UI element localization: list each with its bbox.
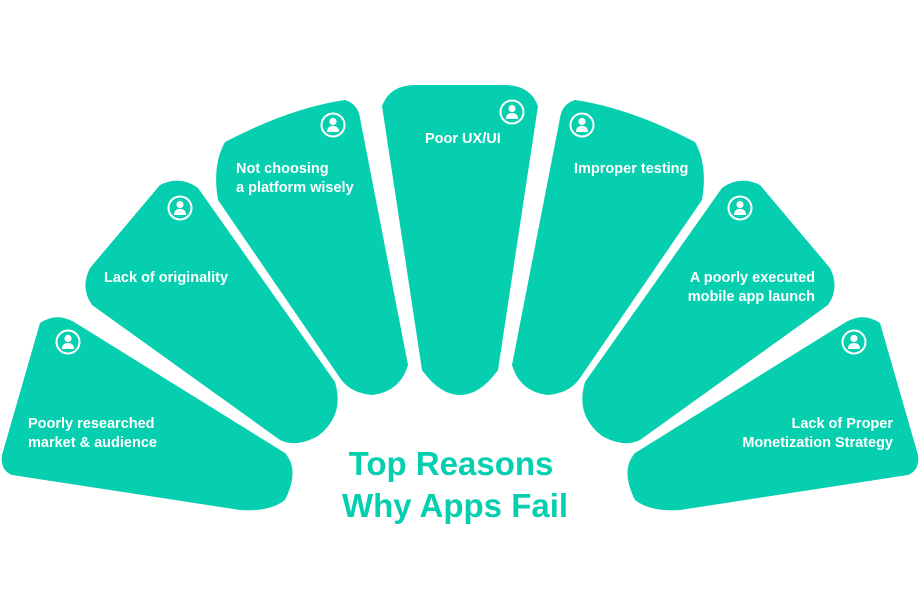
user-icon <box>727 195 753 221</box>
petal-shape <box>216 100 408 395</box>
user-icon <box>841 329 867 355</box>
reason-petal-not-choosing-platform: Not choosing a platform wisely <box>216 100 408 395</box>
user-icon <box>320 112 346 138</box>
reason-label-line: Poorly researched <box>28 416 155 432</box>
reason-label-line: Lack of originality <box>104 270 228 286</box>
petal-shape <box>582 180 835 444</box>
reason-label-line: Lack of Proper <box>791 416 893 432</box>
title-line-2: Why Apps Fail <box>342 487 568 524</box>
reason-petal-improper-testing: Improper testing <box>512 100 704 395</box>
user-icon <box>499 99 525 125</box>
petals-group: Poorly researched market & audience Lack o… <box>1 85 919 511</box>
user-icon <box>569 112 595 138</box>
reason-label-line: mobile app launch <box>688 289 815 305</box>
reason-label-line: A poorly executed <box>690 270 815 286</box>
reason-label-line: Monetization Strategy <box>742 435 893 451</box>
petal-shape <box>627 317 919 511</box>
user-icon <box>55 329 81 355</box>
petal-shape <box>1 317 293 511</box>
reason-petal-poor-launch: A poorly executed mobile app launch <box>582 180 835 444</box>
reason-petal-poor-ux-ui: Poor UX/UI <box>382 85 538 395</box>
reason-label-line: Improper testing <box>574 161 688 177</box>
title-line-1: Top Reasons <box>349 445 554 482</box>
user-icon <box>167 195 193 221</box>
reason-label-line: a platform wisely <box>236 180 354 196</box>
reason-label-line: Poor UX/UI <box>425 131 501 147</box>
reason-petal-poorly-researched: Poorly researched market & audience <box>1 317 293 511</box>
reason-petal-lack-originality: Lack of originality <box>85 180 338 444</box>
petal-shape <box>85 180 338 444</box>
petal-shape <box>382 85 538 395</box>
petal-shape <box>512 100 704 395</box>
reason-label-line: market & audience <box>28 435 157 451</box>
reason-label-line: Not choosing <box>236 161 329 177</box>
